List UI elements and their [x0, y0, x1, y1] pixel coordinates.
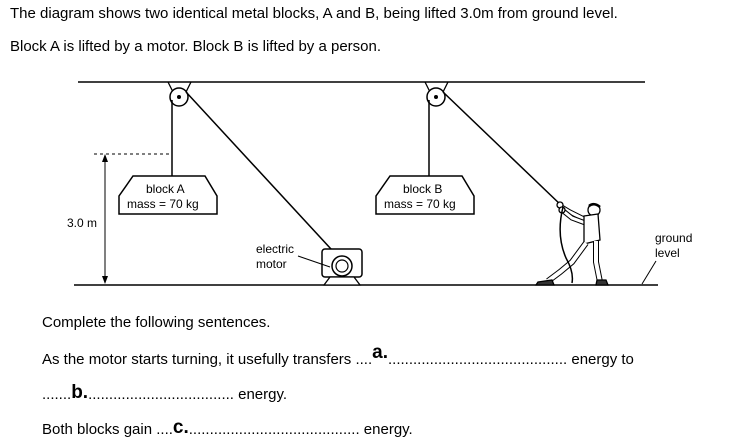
sentence-1-end: energy to: [567, 351, 634, 368]
rope-b-diagonal: [442, 91, 564, 208]
sentence-3-dots: ........................................…: [188, 421, 360, 438]
sentence-2: .......b................................…: [42, 382, 288, 405]
intro-line-1: The diagram shows two identical metal bl…: [10, 5, 618, 22]
sentence-3-end: energy.: [359, 421, 413, 438]
ground-leader-line: [641, 260, 657, 285]
ground-label-line-1: ground: [655, 231, 693, 245]
block-a-mass: mass = 70 kg: [127, 197, 199, 211]
sentence-1: As the motor starts turning, it usefully…: [42, 342, 634, 370]
person-pulling-icon: [534, 201, 609, 286]
block-b: [375, 175, 475, 215]
sentence-3: Both blocks gain ....c..................…: [42, 417, 413, 440]
block-b-name: block B: [403, 182, 443, 196]
rope-b-slack: [559, 206, 574, 284]
instruction: Complete the following sentences.: [42, 314, 271, 331]
motor-label-line-2: motor: [256, 257, 287, 271]
block-a: [118, 175, 218, 215]
height-arrow-top: [102, 154, 108, 162]
height-arrow-bottom: [102, 276, 108, 284]
blank-a-letter: a.: [372, 342, 388, 363]
motor-leader-line: [297, 255, 331, 268]
pulley-a-icon: [167, 81, 192, 107]
rope-a-diagonal: [185, 91, 344, 263]
intro-line-2: Block A is lifted by a motor. Block B is…: [10, 38, 382, 55]
sentence-3-start: Both blocks gain ....: [42, 421, 173, 438]
pulley-b-icon: [424, 81, 449, 107]
sentence-1-start: As the motor starts turning, it usefully…: [42, 351, 373, 368]
blank-b-letter: b.: [71, 382, 89, 403]
height-label: 3.0 m: [67, 216, 98, 230]
sentence-1-dots: ........................................…: [387, 351, 568, 368]
motor-label-line-1: electric: [256, 242, 295, 256]
electric-motor-icon: [321, 248, 363, 286]
sentence-2-start: .......: [42, 386, 72, 403]
sentence-2-dots: ................................... ener…: [88, 386, 288, 403]
blank-c-letter: c.: [172, 417, 189, 438]
ground-label-line-2: level: [655, 246, 680, 260]
block-b-mass: mass = 70 kg: [384, 197, 456, 211]
block-a-name: block A: [146, 182, 185, 196]
